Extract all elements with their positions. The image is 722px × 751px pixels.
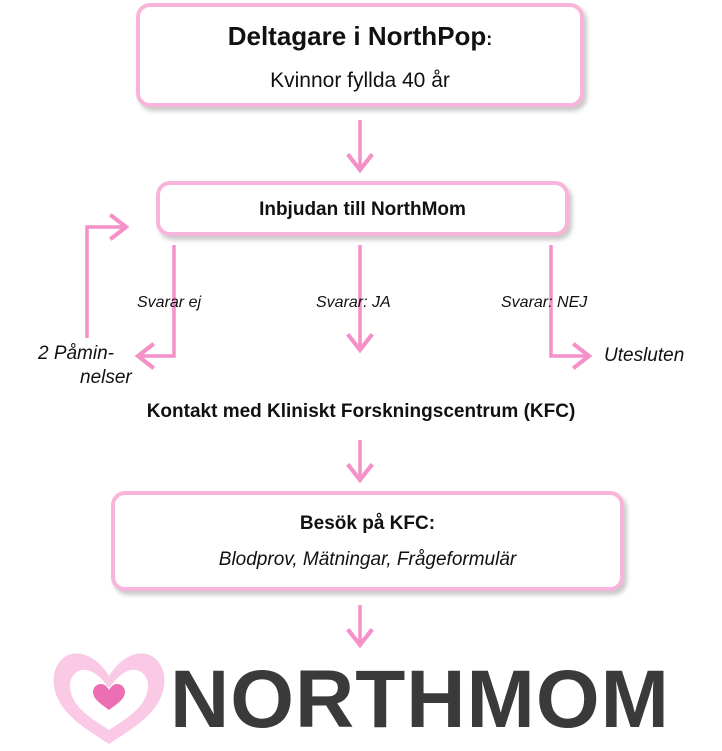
- participants-box: Deltagare i NorthPop: Kvinnor fyllda 40 …: [136, 3, 584, 107]
- branch-label-no: Svarar: NEJ: [501, 294, 588, 311]
- participants-subtitle: Kvinnor fyllda 40 år: [270, 69, 450, 92]
- invitation-box: Inbjudan till NorthMom: [156, 181, 569, 236]
- reminders-label: 2 Påmin- nelser: [22, 342, 132, 390]
- reminders-line-2: nelser: [80, 367, 132, 388]
- invitation-label: Inbjudan till NorthMom: [259, 199, 466, 220]
- heart-hands-icon: [53, 653, 165, 744]
- arrow-reminders-back-to-invitation: [85, 213, 130, 338]
- northmom-logo: NORTHMOM: [48, 644, 678, 751]
- contact-label: Kontakt med Kliniskt Forskningscentrum (…: [146, 401, 576, 422]
- participants-title: Deltagare i NorthPop:: [227, 21, 493, 51]
- visit-title: Besök på KFC:: [299, 513, 436, 534]
- arrow-no-to-excluded: [549, 245, 593, 370]
- branch-label-no-answer: Svarar ej: [137, 294, 202, 311]
- excluded-label: Utesluten: [604, 345, 685, 366]
- visit-box: Besök på KFC: Blodprov, Mätningar, Fråge…: [111, 491, 624, 591]
- branch-label-yes: Svarar: JA: [316, 294, 391, 311]
- visit-details: Blodprov, Mätningar, Frågeformulär: [218, 549, 517, 570]
- logo-text: NORTHMOM: [170, 654, 670, 745]
- arrow-no-answer-to-reminders: [134, 245, 176, 370]
- reminders-line-1: 2 Påmin-: [37, 343, 114, 364]
